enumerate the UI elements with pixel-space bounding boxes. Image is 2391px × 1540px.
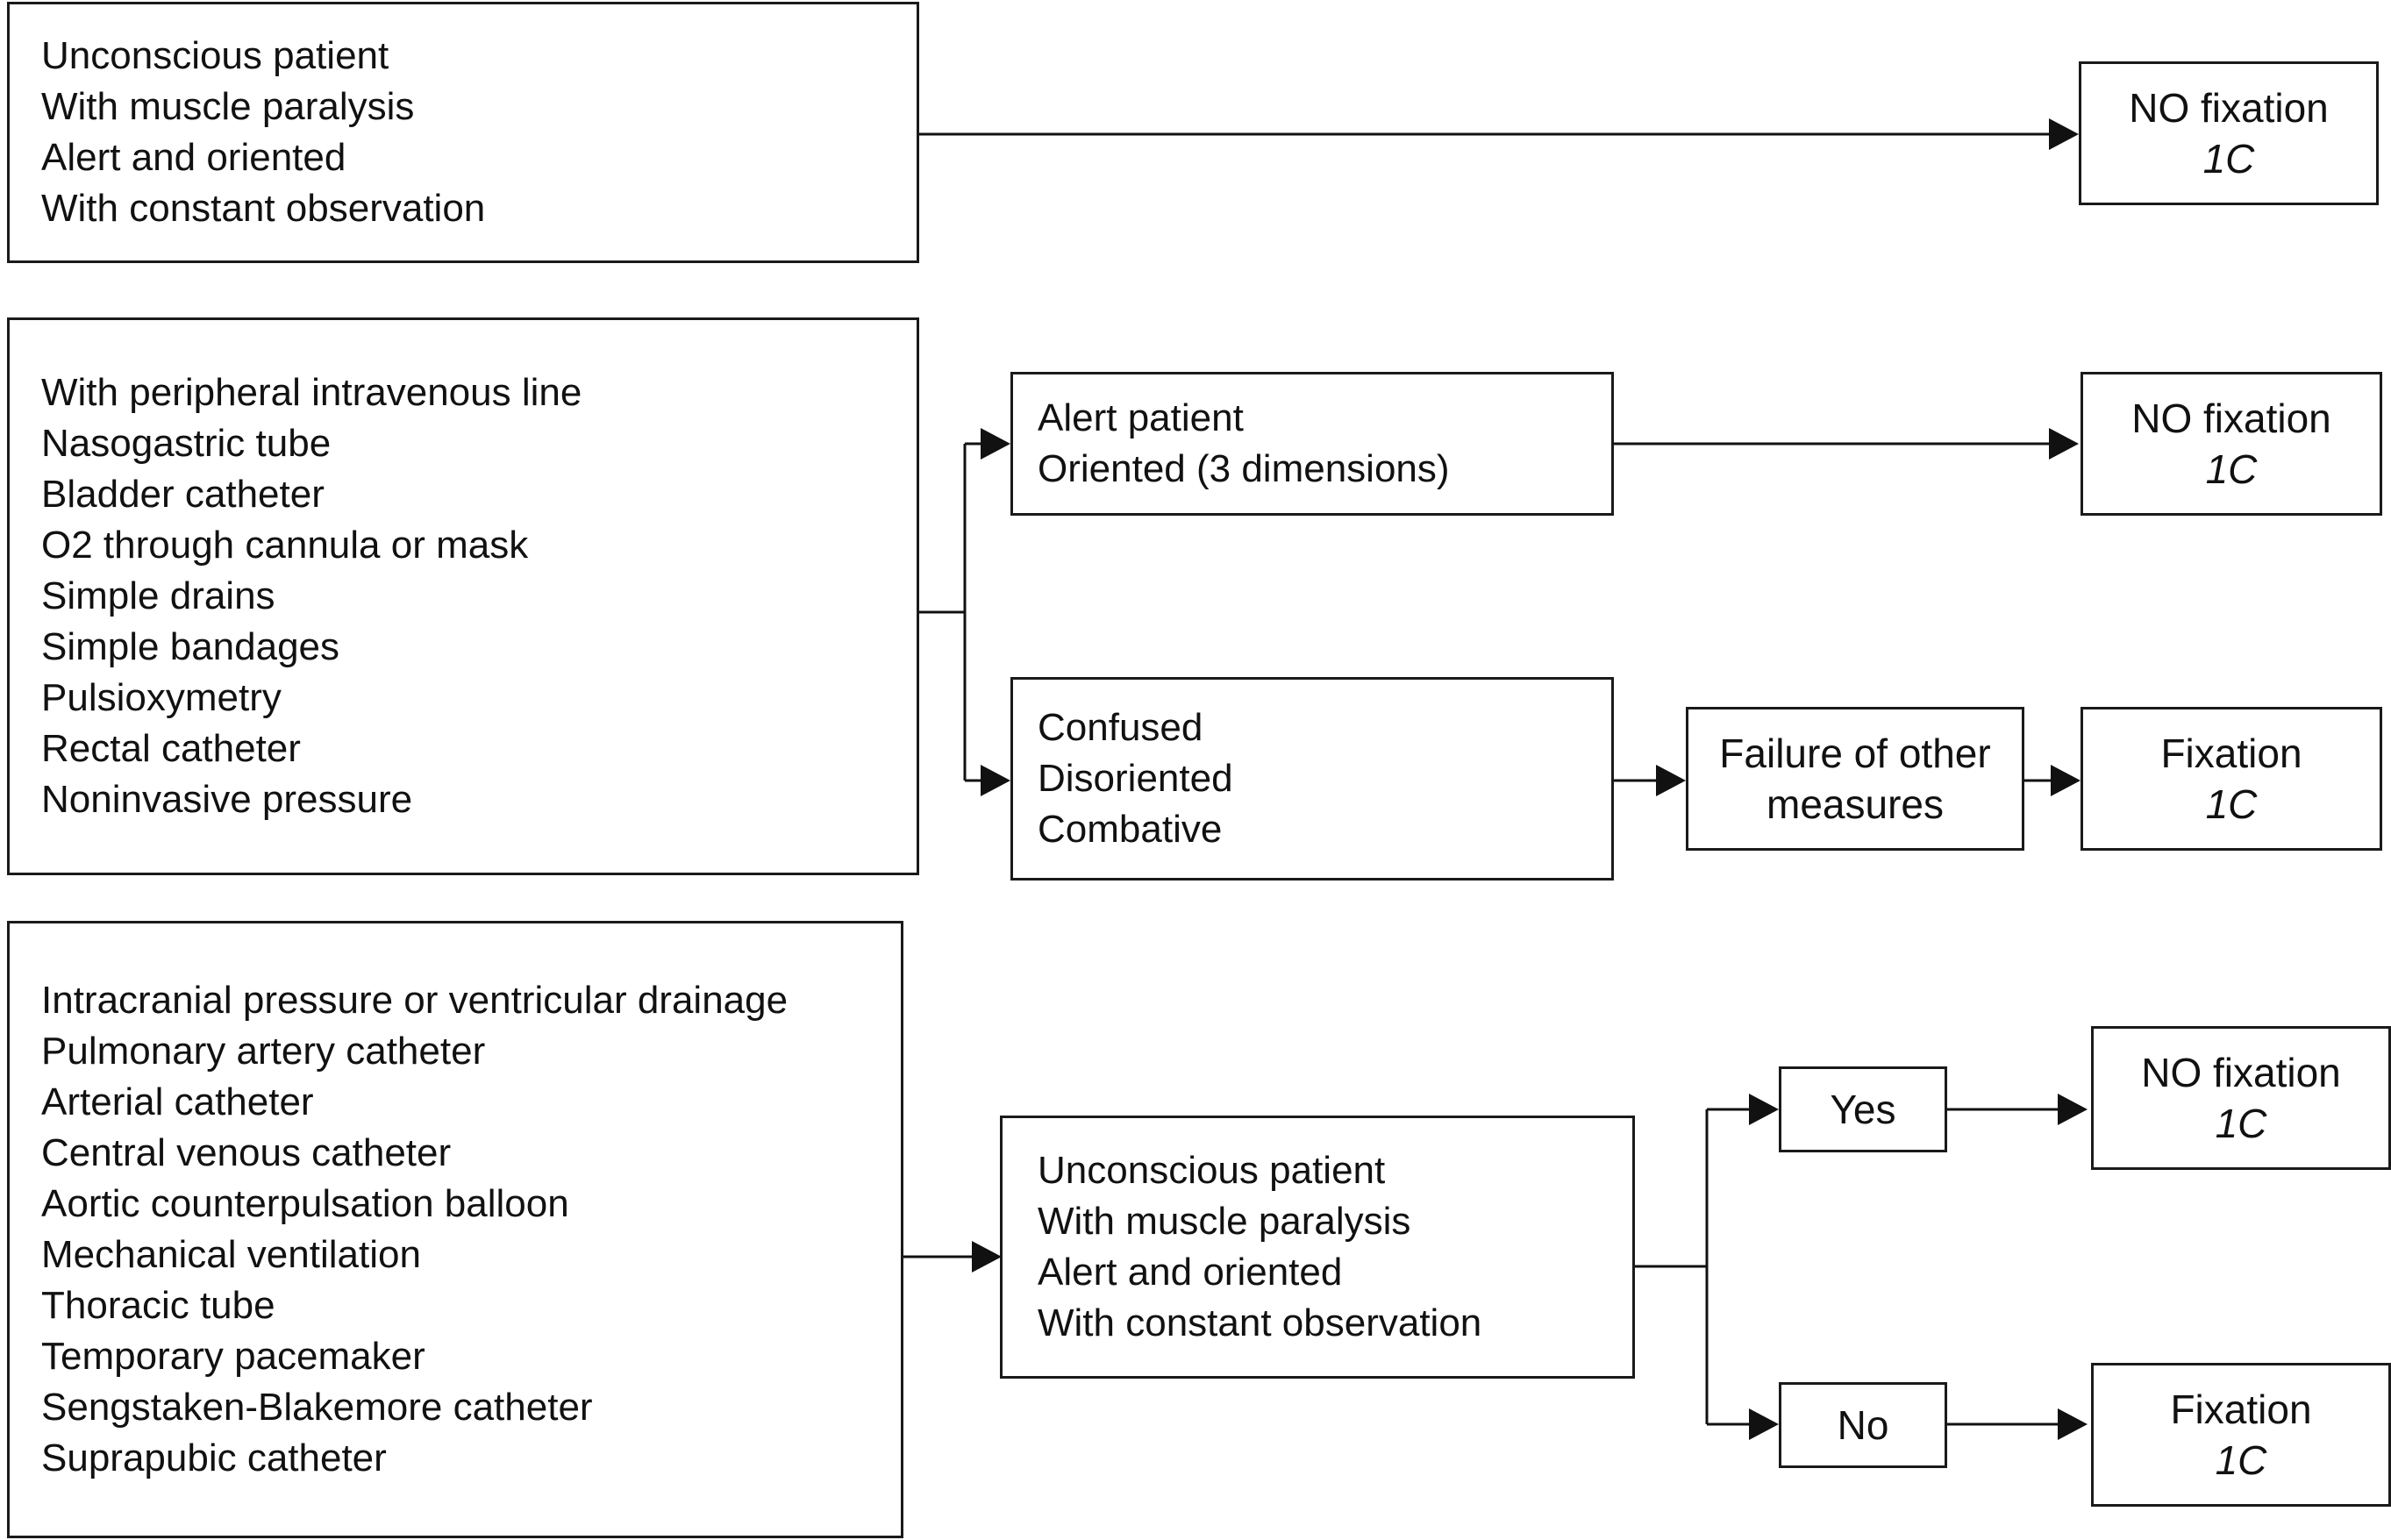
row2-condition: Simple drains xyxy=(41,574,275,617)
question-condition: With constant observation xyxy=(1038,1301,1482,1344)
row3-condition: Mechanical ventilation xyxy=(41,1233,421,1276)
arrowhead-yes xyxy=(1749,1094,1779,1125)
row2-condition: Rectal catheter xyxy=(41,727,301,770)
row2-alert-box: Alert patient Oriented (3 dimensions) xyxy=(1010,372,1614,516)
row2-fixation-outcome-box: Fixation 1C xyxy=(2081,707,2382,851)
row3-question-box: Unconscious patient With muscle paralysi… xyxy=(1000,1116,1635,1379)
no-label: No xyxy=(1837,1402,1889,1448)
arrowhead-row3-question xyxy=(972,1241,1002,1273)
arrowhead-row2-confused xyxy=(981,765,1010,796)
row2-condition: Noninvasive pressure xyxy=(41,778,413,821)
arrowhead-no xyxy=(1749,1408,1779,1440)
row2-failure-box: Failure of other measures xyxy=(1686,707,2024,851)
confused-condition: Disoriented xyxy=(1038,757,1233,800)
row1-outcome-box: NO fixation 1C xyxy=(2079,61,2379,205)
row3-condition: Pulmonary artery catheter xyxy=(41,1030,486,1073)
row2-condition: Simple bandages xyxy=(41,625,340,668)
outcome-label: NO fixation xyxy=(2131,396,2331,441)
outcome-label: Fixation xyxy=(2170,1387,2312,1432)
failure-text: measures xyxy=(1766,781,1944,827)
outcome-label: NO fixation xyxy=(2141,1050,2341,1095)
question-condition: Alert and oriented xyxy=(1038,1251,1343,1294)
row2-condition: Bladder catheter xyxy=(41,473,325,516)
row3-yes-box: Yes xyxy=(1779,1066,1947,1152)
alert-condition: Oriented (3 dimensions) xyxy=(1038,447,1450,490)
row1-conditions-box: Unconscious patient With muscle paralysi… xyxy=(7,2,919,263)
row2-condition: With peripheral intravenous line xyxy=(41,371,582,414)
row3-no-box: No xyxy=(1779,1382,1947,1468)
row2-alert-outcome-box: NO fixation 1C xyxy=(2081,372,2382,516)
arrowhead-no-outcome xyxy=(2058,1408,2088,1440)
row3-condition: Arterial catheter xyxy=(41,1080,314,1123)
row1-condition: With constant observation xyxy=(41,187,486,230)
row2-conditions-box: With peripheral intravenous line Nasogas… xyxy=(7,317,919,875)
row3-condition: Sengstaken-Blakemore catheter xyxy=(41,1386,593,1429)
evidence-grade: 1C xyxy=(2202,136,2255,182)
confused-condition: Confused xyxy=(1038,706,1203,749)
row1-condition: With muscle paralysis xyxy=(41,85,415,128)
question-condition: Unconscious patient xyxy=(1038,1149,1386,1192)
confused-condition: Combative xyxy=(1038,808,1223,851)
outcome-label: Fixation xyxy=(2160,731,2302,776)
row1-condition: Alert and oriented xyxy=(41,136,346,179)
yes-label: Yes xyxy=(1830,1087,1896,1132)
row3-condition: Thoracic tube xyxy=(41,1284,275,1327)
arrowhead-row1 xyxy=(2049,118,2079,150)
row2-condition: Pulsioxymetry xyxy=(41,676,282,719)
row3-condition: Central venous catheter xyxy=(41,1131,452,1174)
row3-no-outcome-box: Fixation 1C xyxy=(2091,1363,2391,1507)
row3-yes-outcome-box: NO fixation 1C xyxy=(2091,1026,2391,1170)
alert-condition: Alert patient xyxy=(1038,396,1244,439)
row1-condition: Unconscious patient xyxy=(41,34,389,77)
row3-condition: Aortic counterpulsation balloon xyxy=(41,1182,569,1225)
evidence-grade: 1C xyxy=(2205,781,2258,827)
arrowhead-row2-alert xyxy=(981,428,1010,460)
row2-confused-box: Confused Disoriented Combative xyxy=(1010,677,1614,881)
evidence-grade: 1C xyxy=(2215,1437,2267,1483)
row2-condition: Nasogastric tube xyxy=(41,422,332,465)
row2-condition: O2 through cannula or mask xyxy=(41,524,529,567)
arrowhead-failure-fixation xyxy=(2051,765,2081,796)
evidence-grade: 1C xyxy=(2215,1101,2267,1146)
outcome-label: NO fixation xyxy=(2129,85,2329,131)
evidence-grade: 1C xyxy=(2205,446,2258,492)
question-condition: With muscle paralysis xyxy=(1038,1200,1411,1243)
failure-text: Failure of other xyxy=(1719,731,1991,776)
arrowhead-alert-outcome xyxy=(2049,428,2079,460)
arrowhead-confused-failure xyxy=(1656,765,1686,796)
arrowhead-yes-outcome xyxy=(2058,1094,2088,1125)
row3-condition: Suprapubic catheter xyxy=(41,1437,387,1479)
row3-condition: Intracranial pressure or ventricular dra… xyxy=(41,979,789,1022)
row3-condition: Temporary pacemaker xyxy=(41,1335,425,1378)
row3-conditions-box: Intracranial pressure or ventricular dra… xyxy=(7,921,903,1538)
